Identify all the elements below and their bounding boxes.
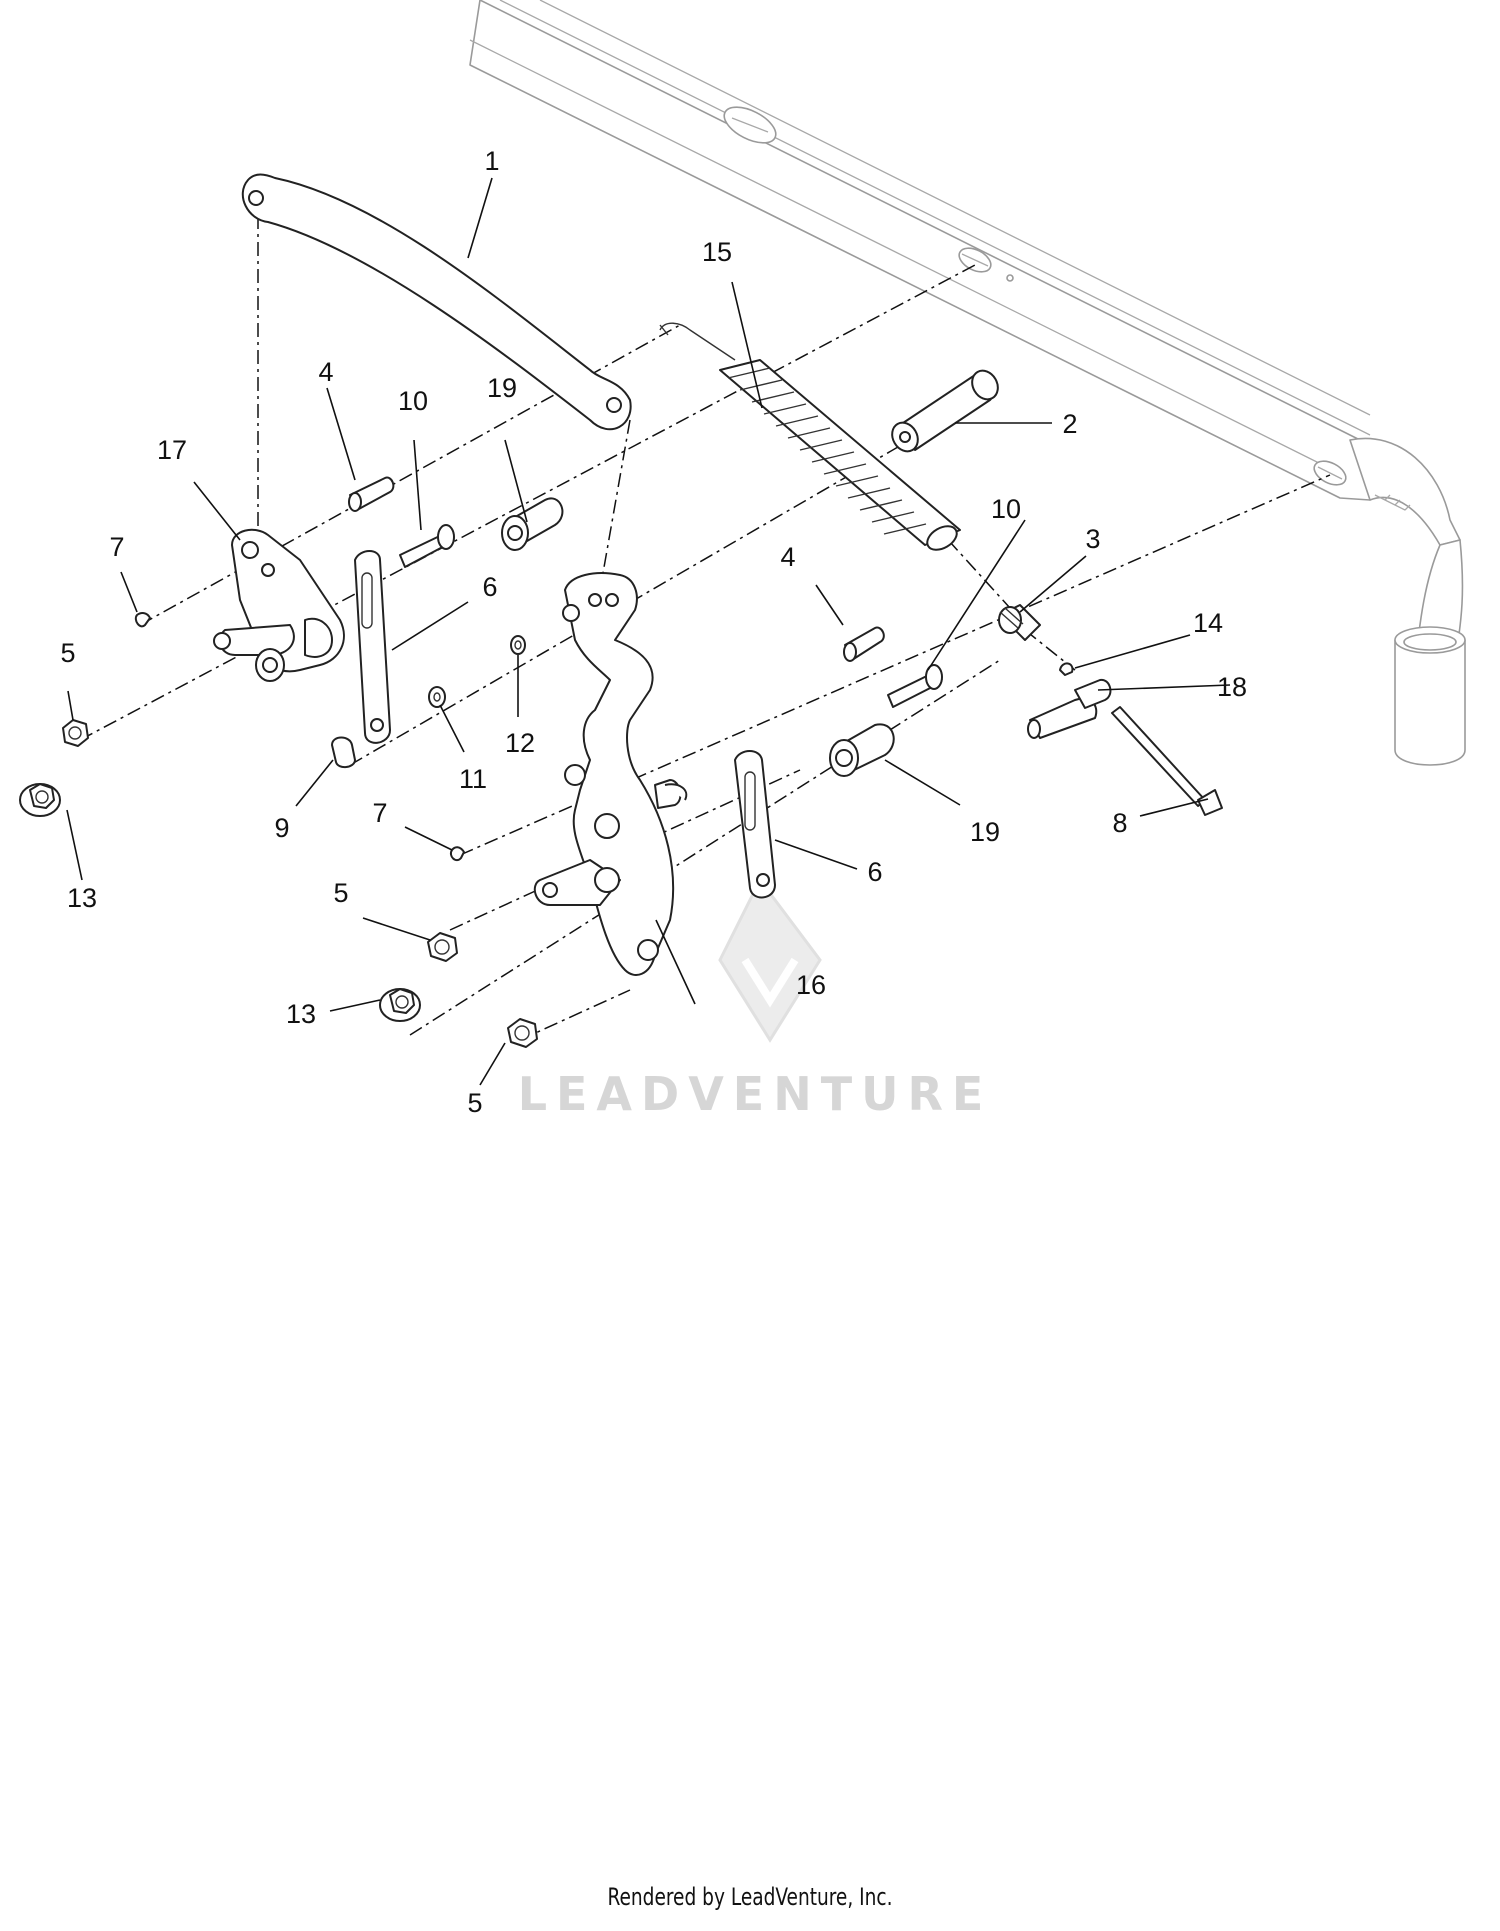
- part-6-right-slotted-link: [734, 750, 776, 899]
- callout-9: 9: [274, 813, 289, 843]
- callout-19-left: 19: [487, 373, 517, 403]
- callout-14: 14: [1193, 608, 1223, 638]
- callouts: 1 2 3 4 4 5 5 5 6 6 7 7 8 9 10 10 11 12 …: [60, 146, 1247, 1118]
- part-5-nut-left: [62, 719, 89, 747]
- part-18-rod-end: [1027, 678, 1112, 739]
- part-19-right-bushing: [829, 723, 895, 777]
- part-10-left-bolt: [399, 524, 455, 568]
- footer-credit: Rendered by LeadVenture, Inc.: [607, 1883, 893, 1911]
- part-1-link-arm: [241, 173, 632, 431]
- part-12-washer: [510, 635, 526, 655]
- callout-5-middle: 5: [333, 878, 348, 908]
- part-10-right-bolt: [887, 664, 943, 708]
- callout-18: 18: [1217, 672, 1247, 702]
- part-5-nut-bottom: [507, 1018, 538, 1048]
- part-19-left-bushing: [501, 497, 564, 551]
- part-13-flange-nut-left: [19, 783, 61, 817]
- part-4-right-pin: [843, 626, 885, 662]
- callout-11: 11: [459, 764, 487, 794]
- part-2-spacer: [891, 369, 999, 453]
- part-16-right-lever: [533, 572, 688, 976]
- part-7-right-pin-clip: [450, 846, 465, 862]
- part-11-washer: [428, 686, 446, 708]
- frame-bar: [469, 0, 1371, 501]
- callout-13-left: 13: [67, 883, 97, 913]
- callout-4-right: 4: [780, 542, 795, 572]
- part-3-swivel: [998, 604, 1041, 641]
- callout-16: 16: [796, 970, 826, 1000]
- callout-10-right: 10: [991, 494, 1021, 524]
- part-6-left-slotted-link: [354, 550, 391, 744]
- leader-lines: [66, 177, 1231, 1086]
- frame-tube: [1394, 626, 1466, 766]
- part-5-nut-middle: [427, 932, 458, 962]
- callout-17: 17: [157, 435, 187, 465]
- part-7-left-pin-clip: [134, 612, 151, 628]
- callout-5-left: 5: [60, 638, 75, 668]
- callout-7-left: 7: [109, 532, 124, 562]
- part-15-spring: [659, 322, 961, 551]
- part-8-long-bolt: [1111, 706, 1223, 816]
- callout-4-left: 4: [318, 357, 333, 387]
- callout-15: 15: [702, 237, 732, 267]
- part-17-left-lever: [213, 528, 345, 682]
- callout-7-right: 7: [372, 798, 387, 828]
- callout-19-right: 19: [970, 817, 1000, 847]
- callout-8: 8: [1112, 808, 1127, 838]
- callout-6-right: 6: [867, 857, 882, 887]
- callout-13-right: 13: [286, 999, 316, 1029]
- part-13-flange-nut-right: [379, 988, 421, 1022]
- callout-6-left: 6: [482, 572, 497, 602]
- watermark-text: LEADVENTURE: [518, 1067, 993, 1121]
- callout-1: 1: [484, 146, 499, 176]
- callout-5-bottom: 5: [467, 1088, 482, 1118]
- part-14-clip: [1059, 662, 1074, 676]
- callout-12: 12: [505, 728, 535, 758]
- part-4-left-pin: [348, 476, 395, 512]
- callout-2: 2: [1062, 409, 1077, 439]
- callout-3: 3: [1085, 524, 1100, 554]
- part-9-shoulder-bolt: [331, 736, 356, 768]
- callout-10-left: 10: [398, 386, 428, 416]
- watermark: LEADVENTURE: [518, 877, 993, 1121]
